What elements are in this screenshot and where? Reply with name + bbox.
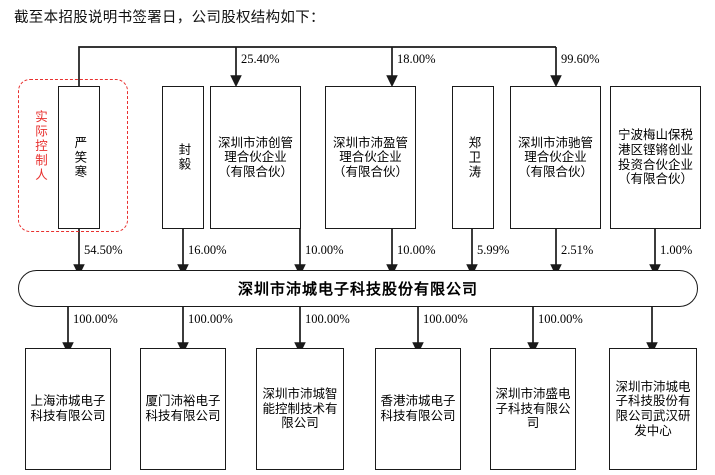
stake-label-peichuang: 10.00% (305, 243, 344, 257)
subsidiary-box-hongkong[interactable]: 香港沛城电子科技有限公司 (375, 348, 461, 470)
subsidiary-name: 香港沛城电子科技有限公司 (380, 394, 456, 423)
shareholder-name: 深圳市沛盈管理合伙企业（有限合伙） (332, 135, 408, 179)
shareholder-box-yanxiaohan[interactable]: 严笑寒 (58, 86, 100, 229)
subsidiary-box-wuhan-rd[interactable]: 深圳市沛城电子科技股份有限公司武汉研发中心 (609, 348, 697, 470)
subsidiary-box-peisheng[interactable]: 深圳市沛盛电子科技有限公司 (490, 348, 576, 470)
stake-label-fengyi: 16.00% (188, 243, 227, 257)
subsidiary-box-shanghai[interactable]: 上海沛城电子科技有限公司 (25, 348, 111, 470)
subsidiary-box-shenzhen-intelligent[interactable]: 深圳市沛城智能控制技术有限公司 (256, 348, 344, 470)
issuer-company-name: 深圳市沛城电子科技股份有限公司 (237, 282, 478, 298)
stake-label-peiying: 10.00% (397, 243, 436, 257)
subsidiary-name: 深圳市沛城智能控制技术有限公司 (262, 387, 338, 431)
stake-label-peichi: 2.51% (561, 243, 594, 257)
actual-controller-highlight (18, 79, 128, 232)
subsidiary-stake-peisheng: 100.00% (538, 312, 583, 326)
subsidiary-stake-shenzhen-intelligent: 100.00% (305, 312, 350, 326)
shareholder-name: 郑卫涛 (466, 135, 481, 180)
issuer-company-box[interactable]: 深圳市沛城电子科技股份有限公司 (18, 270, 698, 307)
shareholder-name: 深圳市沛创管理合伙企业（有限合伙） (217, 135, 293, 179)
shareholder-box-peiying[interactable]: 深圳市沛盈管理合伙企业（有限合伙） (325, 86, 416, 229)
subsidiary-box-xiamen[interactable]: 厦门沛裕电子科技有限公司 (140, 348, 226, 470)
diagram-caption: 截至本招股说明书签署日，公司股权结构如下： (14, 10, 325, 26)
actual-controller-label: 实际控制人 (33, 110, 47, 183)
controller-link-stake-peichi: 99.60% (561, 52, 600, 66)
subsidiary-name: 深圳市沛城电子科技股份有限公司武汉研发中心 (615, 379, 691, 438)
shareholder-name: 严笑寒 (72, 135, 87, 180)
subsidiary-name: 深圳市沛盛电子科技有限公司 (495, 387, 571, 431)
subsidiary-stake-shanghai: 100.00% (73, 312, 118, 326)
stake-label-zhengweitao: 5.99% (477, 243, 510, 257)
shareholder-box-fengyi[interactable]: 封毅 (162, 86, 204, 229)
shareholder-box-peichuang[interactable]: 深圳市沛创管理合伙企业（有限合伙） (210, 86, 301, 229)
subsidiary-stake-xiamen: 100.00% (188, 312, 233, 326)
shareholder-name: 深圳市沛驰管理合伙企业（有限合伙） (517, 135, 593, 179)
stake-label-ningbomeishan: 1.00% (660, 243, 693, 257)
subsidiary-name: 厦门沛裕电子科技有限公司 (145, 394, 221, 423)
shareholder-name: 封毅 (176, 143, 191, 172)
shareholder-box-peichi[interactable]: 深圳市沛驰管理合伙企业（有限合伙） (510, 86, 601, 229)
subsidiary-name: 上海沛城电子科技有限公司 (30, 394, 106, 423)
subsidiary-stake-hongkong: 100.00% (423, 312, 468, 326)
shareholder-box-ningbomeishan[interactable]: 宁波梅山保税港区铿锵创业投资合伙企业（有限合伙） (610, 86, 701, 229)
shareholder-name: 宁波梅山保税港区铿锵创业投资合伙企业（有限合伙） (617, 128, 693, 187)
controller-link-stake-peiying: 18.00% (397, 52, 436, 66)
controller-link-stake-peichuang: 25.40% (241, 52, 280, 66)
shareholder-box-zhengweitao[interactable]: 郑卫涛 (452, 86, 494, 229)
stake-label-yanxiaohan: 54.50% (84, 243, 123, 257)
